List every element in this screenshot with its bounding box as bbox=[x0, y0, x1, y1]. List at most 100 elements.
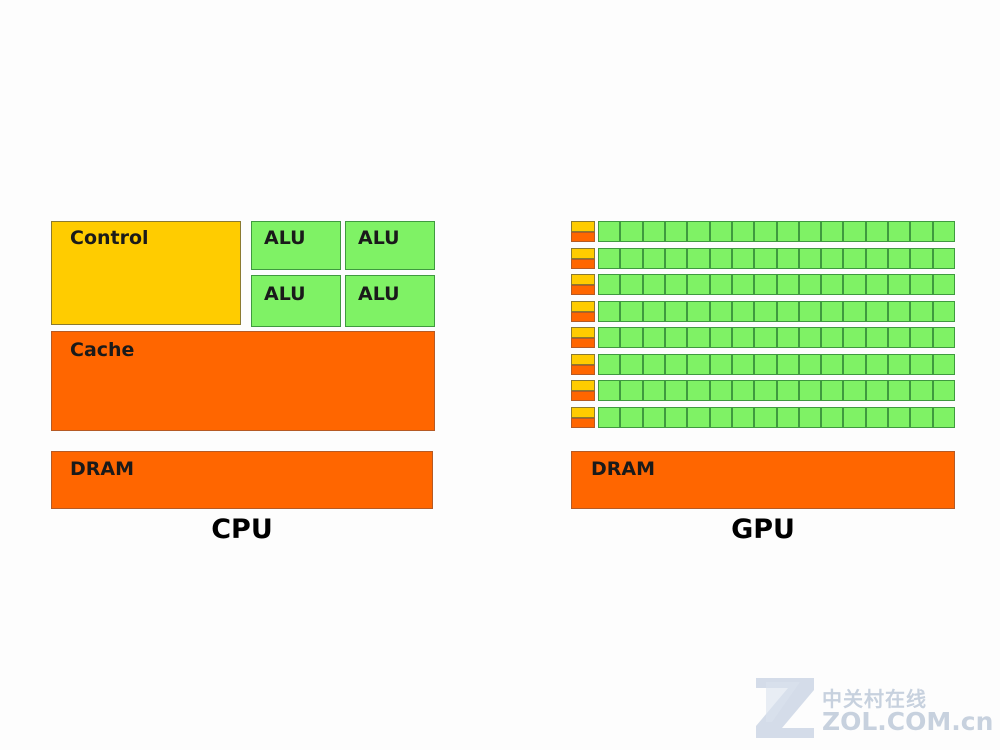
gpu-alu-cell bbox=[642, 353, 665, 375]
watermark-en-text: ZOL.COM.cn bbox=[822, 707, 994, 736]
gpu-control-unit bbox=[571, 380, 595, 391]
gpu-alu-cell bbox=[598, 406, 621, 428]
cpu-alu-block bbox=[251, 221, 341, 270]
gpu-alu-cell bbox=[731, 300, 755, 322]
gpu-alu-cell bbox=[598, 300, 621, 322]
gpu-alu-cell bbox=[709, 300, 732, 322]
gpu-alu-cell bbox=[776, 406, 799, 428]
gpu-alu-cell bbox=[664, 274, 688, 295]
gpu-alu-cell bbox=[821, 380, 844, 401]
gpu-alu-cell bbox=[865, 300, 889, 322]
gpu-alu-cell bbox=[687, 327, 710, 348]
gpu-alu-cell bbox=[798, 406, 822, 428]
gpu-dram-label: DRAM bbox=[591, 458, 656, 480]
gpu-alu-cell bbox=[709, 380, 732, 401]
gpu-alu-cell bbox=[776, 353, 799, 375]
gpu-cache-unit bbox=[571, 285, 595, 295]
gpu-alu-cell bbox=[888, 247, 911, 269]
gpu-alu-cell bbox=[888, 380, 911, 401]
gpu-alu-cell bbox=[731, 327, 755, 348]
gpu-alu-cell bbox=[754, 221, 777, 242]
gpu-alu-cell bbox=[687, 406, 710, 428]
gpu-alu-cell bbox=[932, 300, 955, 322]
gpu-cache-unit bbox=[571, 391, 595, 401]
zol-logo-icon bbox=[756, 678, 814, 738]
gpu-alu-cell bbox=[798, 221, 822, 242]
gpu-cache-unit bbox=[571, 417, 595, 428]
gpu-cache-unit bbox=[571, 258, 595, 269]
gpu-alu-cell bbox=[821, 274, 844, 295]
gpu-alu-cell bbox=[843, 221, 866, 242]
gpu-alu-cell bbox=[598, 380, 621, 401]
gpu-alu-cell bbox=[821, 300, 844, 322]
cpu-dram-label: DRAM bbox=[70, 458, 135, 480]
gpu-alu-cell bbox=[888, 327, 911, 348]
gpu-alu-cell bbox=[932, 380, 955, 401]
cpu-caption: CPU bbox=[211, 514, 273, 545]
cpu-alu-label: ALU bbox=[358, 283, 400, 305]
gpu-alu-cell bbox=[642, 406, 665, 428]
gpu-control-unit bbox=[571, 274, 595, 285]
gpu-alu-cell bbox=[776, 247, 799, 269]
gpu-alu-cell bbox=[865, 221, 889, 242]
gpu-alu-cell bbox=[821, 406, 844, 428]
cpu-cache-label: Cache bbox=[70, 339, 135, 361]
gpu-alu-cell bbox=[664, 247, 688, 269]
gpu-alu-cell bbox=[910, 274, 933, 295]
gpu-alu-cell bbox=[731, 274, 755, 295]
gpu-alu-cell bbox=[598, 247, 621, 269]
gpu-alu-cell bbox=[731, 247, 755, 269]
gpu-control-unit bbox=[571, 327, 595, 338]
gpu-alu-cell bbox=[865, 247, 889, 269]
gpu-alu-cell bbox=[865, 327, 889, 348]
gpu-alu-cell bbox=[888, 300, 911, 322]
gpu-alu-cell bbox=[910, 327, 933, 348]
gpu-cache-unit bbox=[571, 338, 595, 348]
gpu-alu-cell bbox=[664, 406, 688, 428]
gpu-control-unit bbox=[571, 247, 595, 259]
watermark-cn-text: 中关村在线 bbox=[822, 687, 927, 711]
gpu-cache-unit bbox=[571, 311, 595, 322]
gpu-alu-cell bbox=[821, 353, 844, 375]
gpu-alu-cell bbox=[798, 300, 822, 322]
gpu-alu-cell bbox=[754, 380, 777, 401]
gpu-alu-cell bbox=[642, 221, 665, 242]
gpu-alu-cell bbox=[843, 327, 866, 348]
gpu-alu-cell bbox=[865, 380, 889, 401]
gpu-alu-cell bbox=[642, 274, 665, 295]
gpu-alu-cell bbox=[598, 327, 621, 348]
gpu-control-unit bbox=[571, 353, 595, 365]
gpu-alu-cell bbox=[598, 274, 621, 295]
gpu-alu-cell bbox=[776, 221, 799, 242]
gpu-alu-cell bbox=[620, 274, 643, 295]
gpu-alu-cell bbox=[910, 300, 933, 322]
cpu-alu-label: ALU bbox=[264, 283, 306, 305]
gpu-alu-cell bbox=[843, 406, 866, 428]
gpu-control-unit bbox=[571, 300, 595, 312]
gpu-alu-cell bbox=[664, 327, 688, 348]
gpu-alu-cell bbox=[798, 247, 822, 269]
gpu-alu-cell bbox=[932, 406, 955, 428]
gpu-alu-cell bbox=[776, 327, 799, 348]
gpu-alu-cell bbox=[843, 274, 866, 295]
gpu-alu-cell bbox=[642, 380, 665, 401]
gpu-alu-cell bbox=[821, 247, 844, 269]
gpu-alu-cell bbox=[910, 221, 933, 242]
gpu-alu-cell bbox=[865, 274, 889, 295]
cpu-alu-block bbox=[345, 275, 435, 327]
gpu-alu-cell bbox=[932, 353, 955, 375]
cpu-cache-block bbox=[51, 331, 435, 431]
gpu-alu-cell bbox=[642, 247, 665, 269]
gpu-alu-cell bbox=[843, 353, 866, 375]
gpu-alu-cell bbox=[754, 406, 777, 428]
gpu-alu-cell bbox=[888, 274, 911, 295]
gpu-alu-cell bbox=[798, 380, 822, 401]
gpu-alu-cell bbox=[821, 327, 844, 348]
gpu-alu-cell bbox=[709, 406, 732, 428]
cpu-alu-label: ALU bbox=[264, 227, 306, 249]
gpu-alu-cell bbox=[910, 406, 933, 428]
gpu-alu-cell bbox=[776, 274, 799, 295]
gpu-alu-cell bbox=[888, 406, 911, 428]
gpu-alu-cell bbox=[709, 274, 732, 295]
gpu-alu-cell bbox=[932, 247, 955, 269]
